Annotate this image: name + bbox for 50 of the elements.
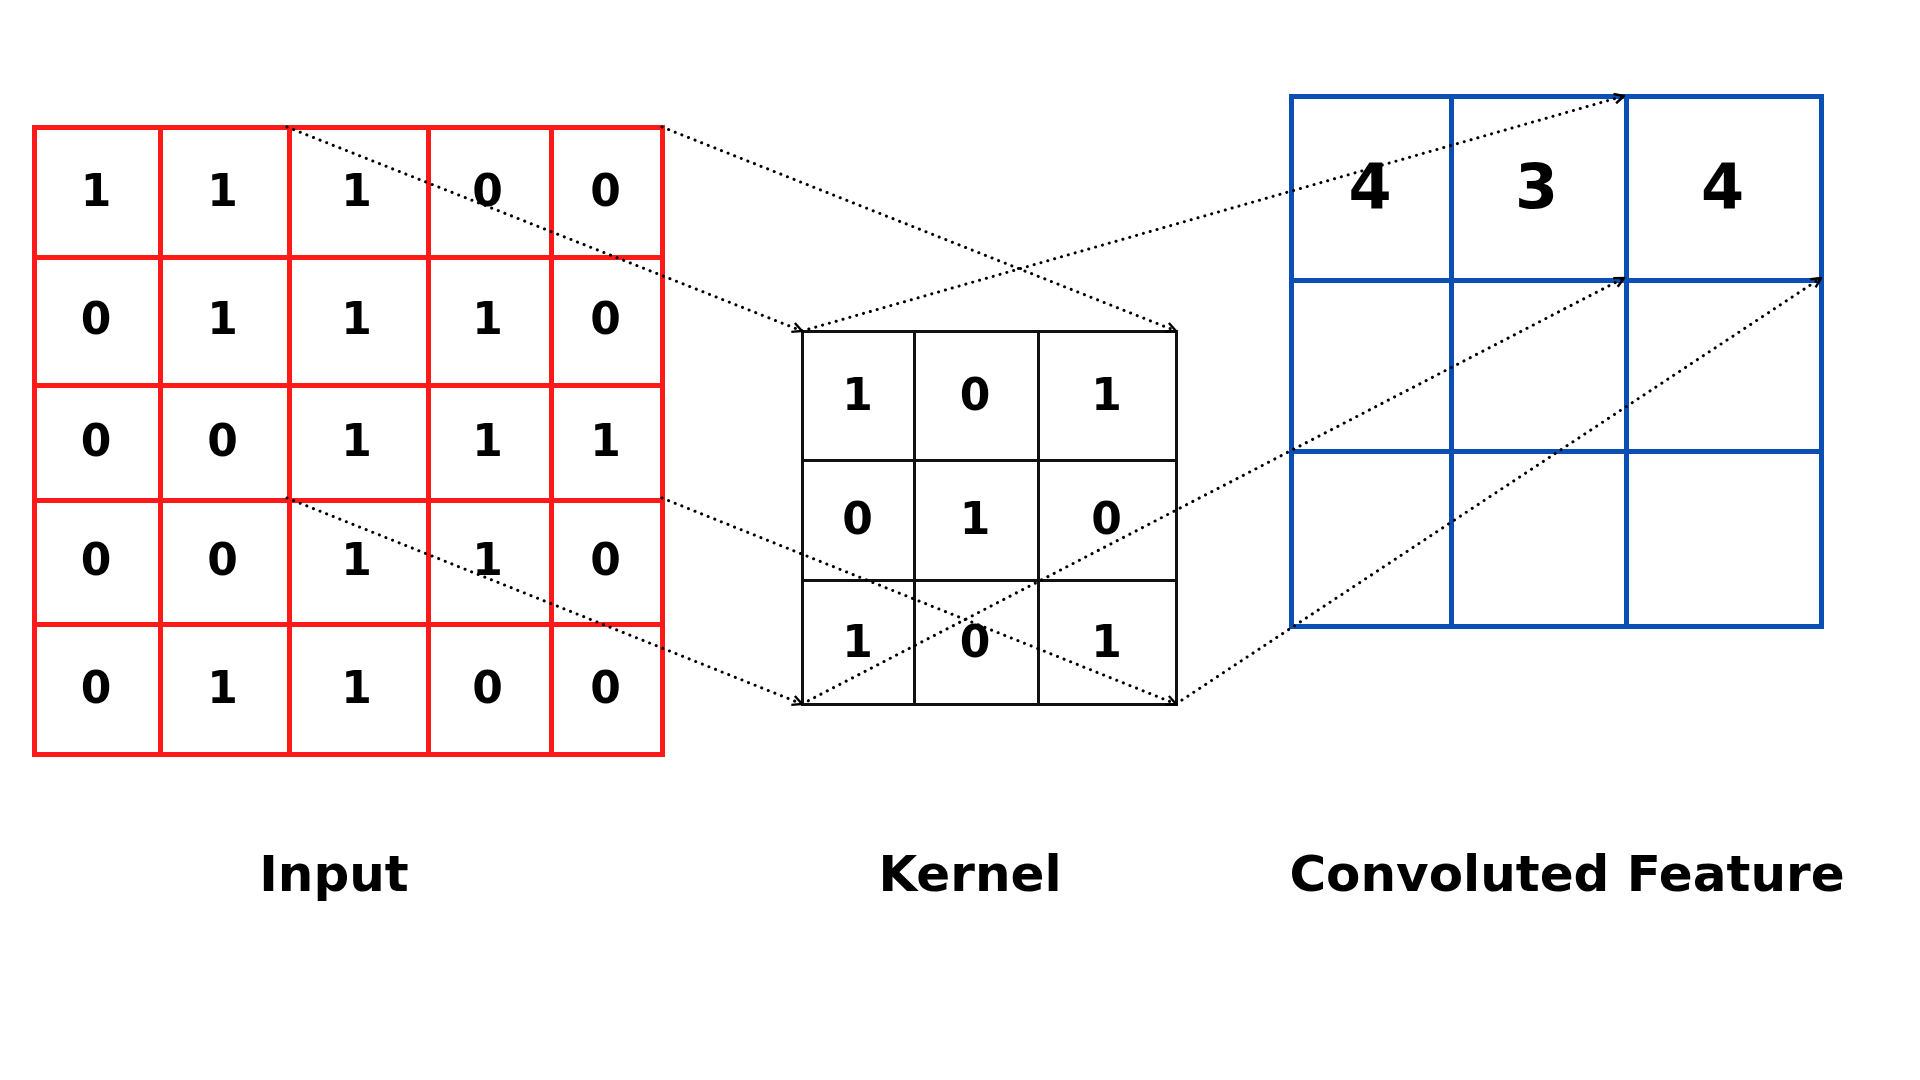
cell-value: 0 bbox=[80, 297, 112, 341]
cell-value: 1 bbox=[207, 169, 238, 213]
cell-value: 1 bbox=[207, 666, 238, 710]
cell-value: 1 bbox=[341, 169, 372, 213]
cell-value: 1 bbox=[590, 418, 621, 463]
cell-value: 0 bbox=[472, 169, 503, 213]
cell-value: 0 bbox=[959, 373, 991, 417]
cell-value: 1 bbox=[842, 373, 873, 417]
cell-value: 4 bbox=[1700, 156, 1745, 218]
dotted-arrow bbox=[660, 496, 1178, 707]
dotted-arrow bbox=[800, 92, 1626, 333]
dotted-arrow bbox=[285, 125, 804, 334]
cell-value: 0 bbox=[590, 538, 621, 582]
cell-value: 0 bbox=[590, 297, 621, 341]
cell-value: 1 bbox=[80, 169, 112, 213]
cell-value: 1 bbox=[341, 538, 372, 582]
matrix-grid bbox=[1288, 93, 1824, 629]
cell-value: 0 bbox=[80, 418, 112, 463]
cell-value: 4 bbox=[1348, 156, 1392, 218]
cell-value: 1 bbox=[341, 418, 372, 463]
cell-value: 1 bbox=[341, 666, 372, 710]
cell-value: 0 bbox=[842, 497, 873, 541]
cell-value: 0 bbox=[1091, 497, 1122, 541]
matrix-title: Kernel bbox=[878, 845, 1062, 903]
cell-value: 1 bbox=[1091, 373, 1122, 417]
cell-value: 0 bbox=[80, 666, 112, 710]
cell-value: 0 bbox=[959, 619, 991, 664]
matrix-grid bbox=[800, 329, 1178, 706]
cell-value: 0 bbox=[590, 169, 621, 213]
dotted-arrow bbox=[1174, 276, 1823, 706]
dotted-arrow bbox=[800, 276, 1626, 706]
cell-value: 1 bbox=[472, 297, 503, 341]
cell-value: 3 bbox=[1514, 156, 1559, 218]
cell-value: 1 bbox=[959, 497, 991, 541]
cell-value: 0 bbox=[472, 666, 503, 710]
cell-value: 0 bbox=[207, 418, 238, 463]
cell-value: 1 bbox=[341, 297, 372, 341]
dotted-arrow bbox=[285, 496, 804, 707]
matrix-title: Input bbox=[259, 845, 409, 903]
cell-value: 0 bbox=[80, 538, 112, 582]
cell-value: 1 bbox=[1091, 619, 1122, 664]
cell-value: 1 bbox=[207, 297, 238, 341]
dotted-arrow bbox=[660, 125, 1178, 334]
cell-value: 0 bbox=[207, 538, 238, 582]
cell-value: 1 bbox=[472, 418, 503, 463]
cell-value: 1 bbox=[472, 538, 503, 582]
cell-value: 1 bbox=[842, 619, 873, 664]
matrix-grid bbox=[31, 124, 665, 757]
matrix-title: Convoluted Feature bbox=[1289, 845, 1845, 903]
cell-value: 0 bbox=[590, 666, 621, 710]
